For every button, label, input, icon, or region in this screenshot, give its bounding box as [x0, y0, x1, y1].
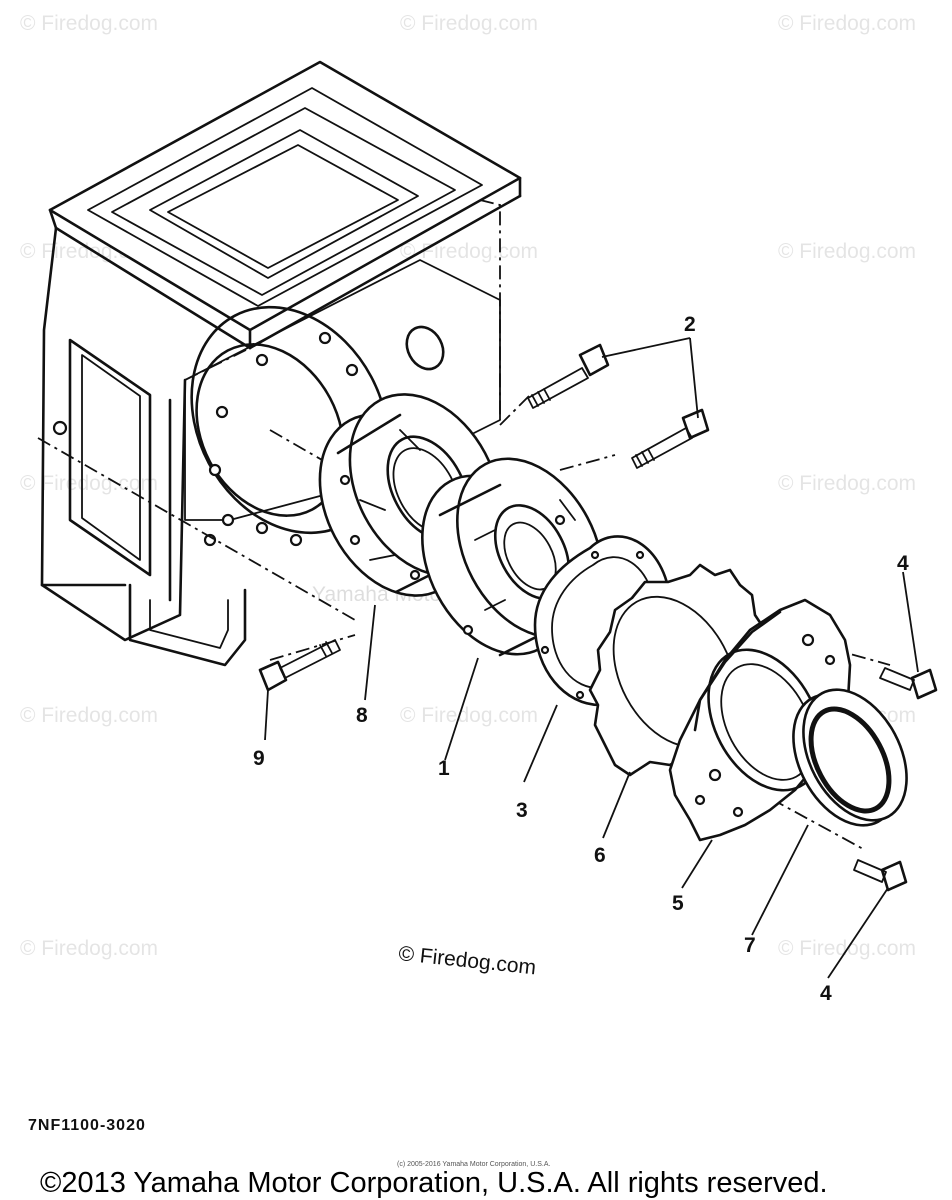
watermark-text: © Firedog.com [20, 704, 158, 727]
callout-7: 7 [744, 934, 756, 957]
part-5-cover [668, 598, 852, 842]
watermark-text: © Firedog.com [778, 472, 916, 495]
watermark-text: © Firedog.com [20, 937, 158, 960]
watermark-text: © Firedog.com [20, 12, 158, 35]
callout-6: 6 [594, 844, 606, 867]
callout-3: 3 [516, 799, 528, 822]
part-code: 7NF1100-3020 [28, 1117, 146, 1134]
bolt-2-upper [527, 343, 610, 409]
bolt-9 [258, 639, 341, 692]
watermark-text: © Firedog.com [400, 12, 538, 35]
callout-4-upper: 4 [897, 552, 909, 575]
tiny-copyright-notice: (c) 2005-2016 Yamaha Motor Corporation, … [397, 1161, 550, 1168]
callout-2: 2 [684, 313, 696, 336]
firedog-mark: © Firedog.com [397, 942, 537, 979]
bolt-4-upper [879, 667, 938, 700]
part-7-oil-seal [792, 688, 908, 827]
bolt-2-lower [631, 408, 710, 469]
callout-1: 1 [438, 757, 450, 780]
bolt-4-lower [853, 859, 908, 892]
watermark-text: © Firedog.com [400, 704, 538, 727]
watermark-text: © Firedog.com [778, 12, 916, 35]
watermark-text: © Firedog.com [400, 240, 538, 263]
callout-labels: 2 4 8 9 1 3 6 5 7 4 [253, 313, 909, 1005]
callout-5: 5 [672, 892, 684, 915]
callout-4-lower: 4 [820, 982, 832, 1005]
copyright-notice: ©2013 Yamaha Motor Corporation, U.S.A. A… [40, 1167, 828, 1199]
callout-8: 8 [356, 704, 368, 727]
watermark-text: © Firedog.com [20, 472, 158, 495]
watermark-text: © Firedog.com [778, 240, 916, 263]
leader-lines [264, 337, 919, 979]
callout-9: 9 [253, 747, 265, 770]
